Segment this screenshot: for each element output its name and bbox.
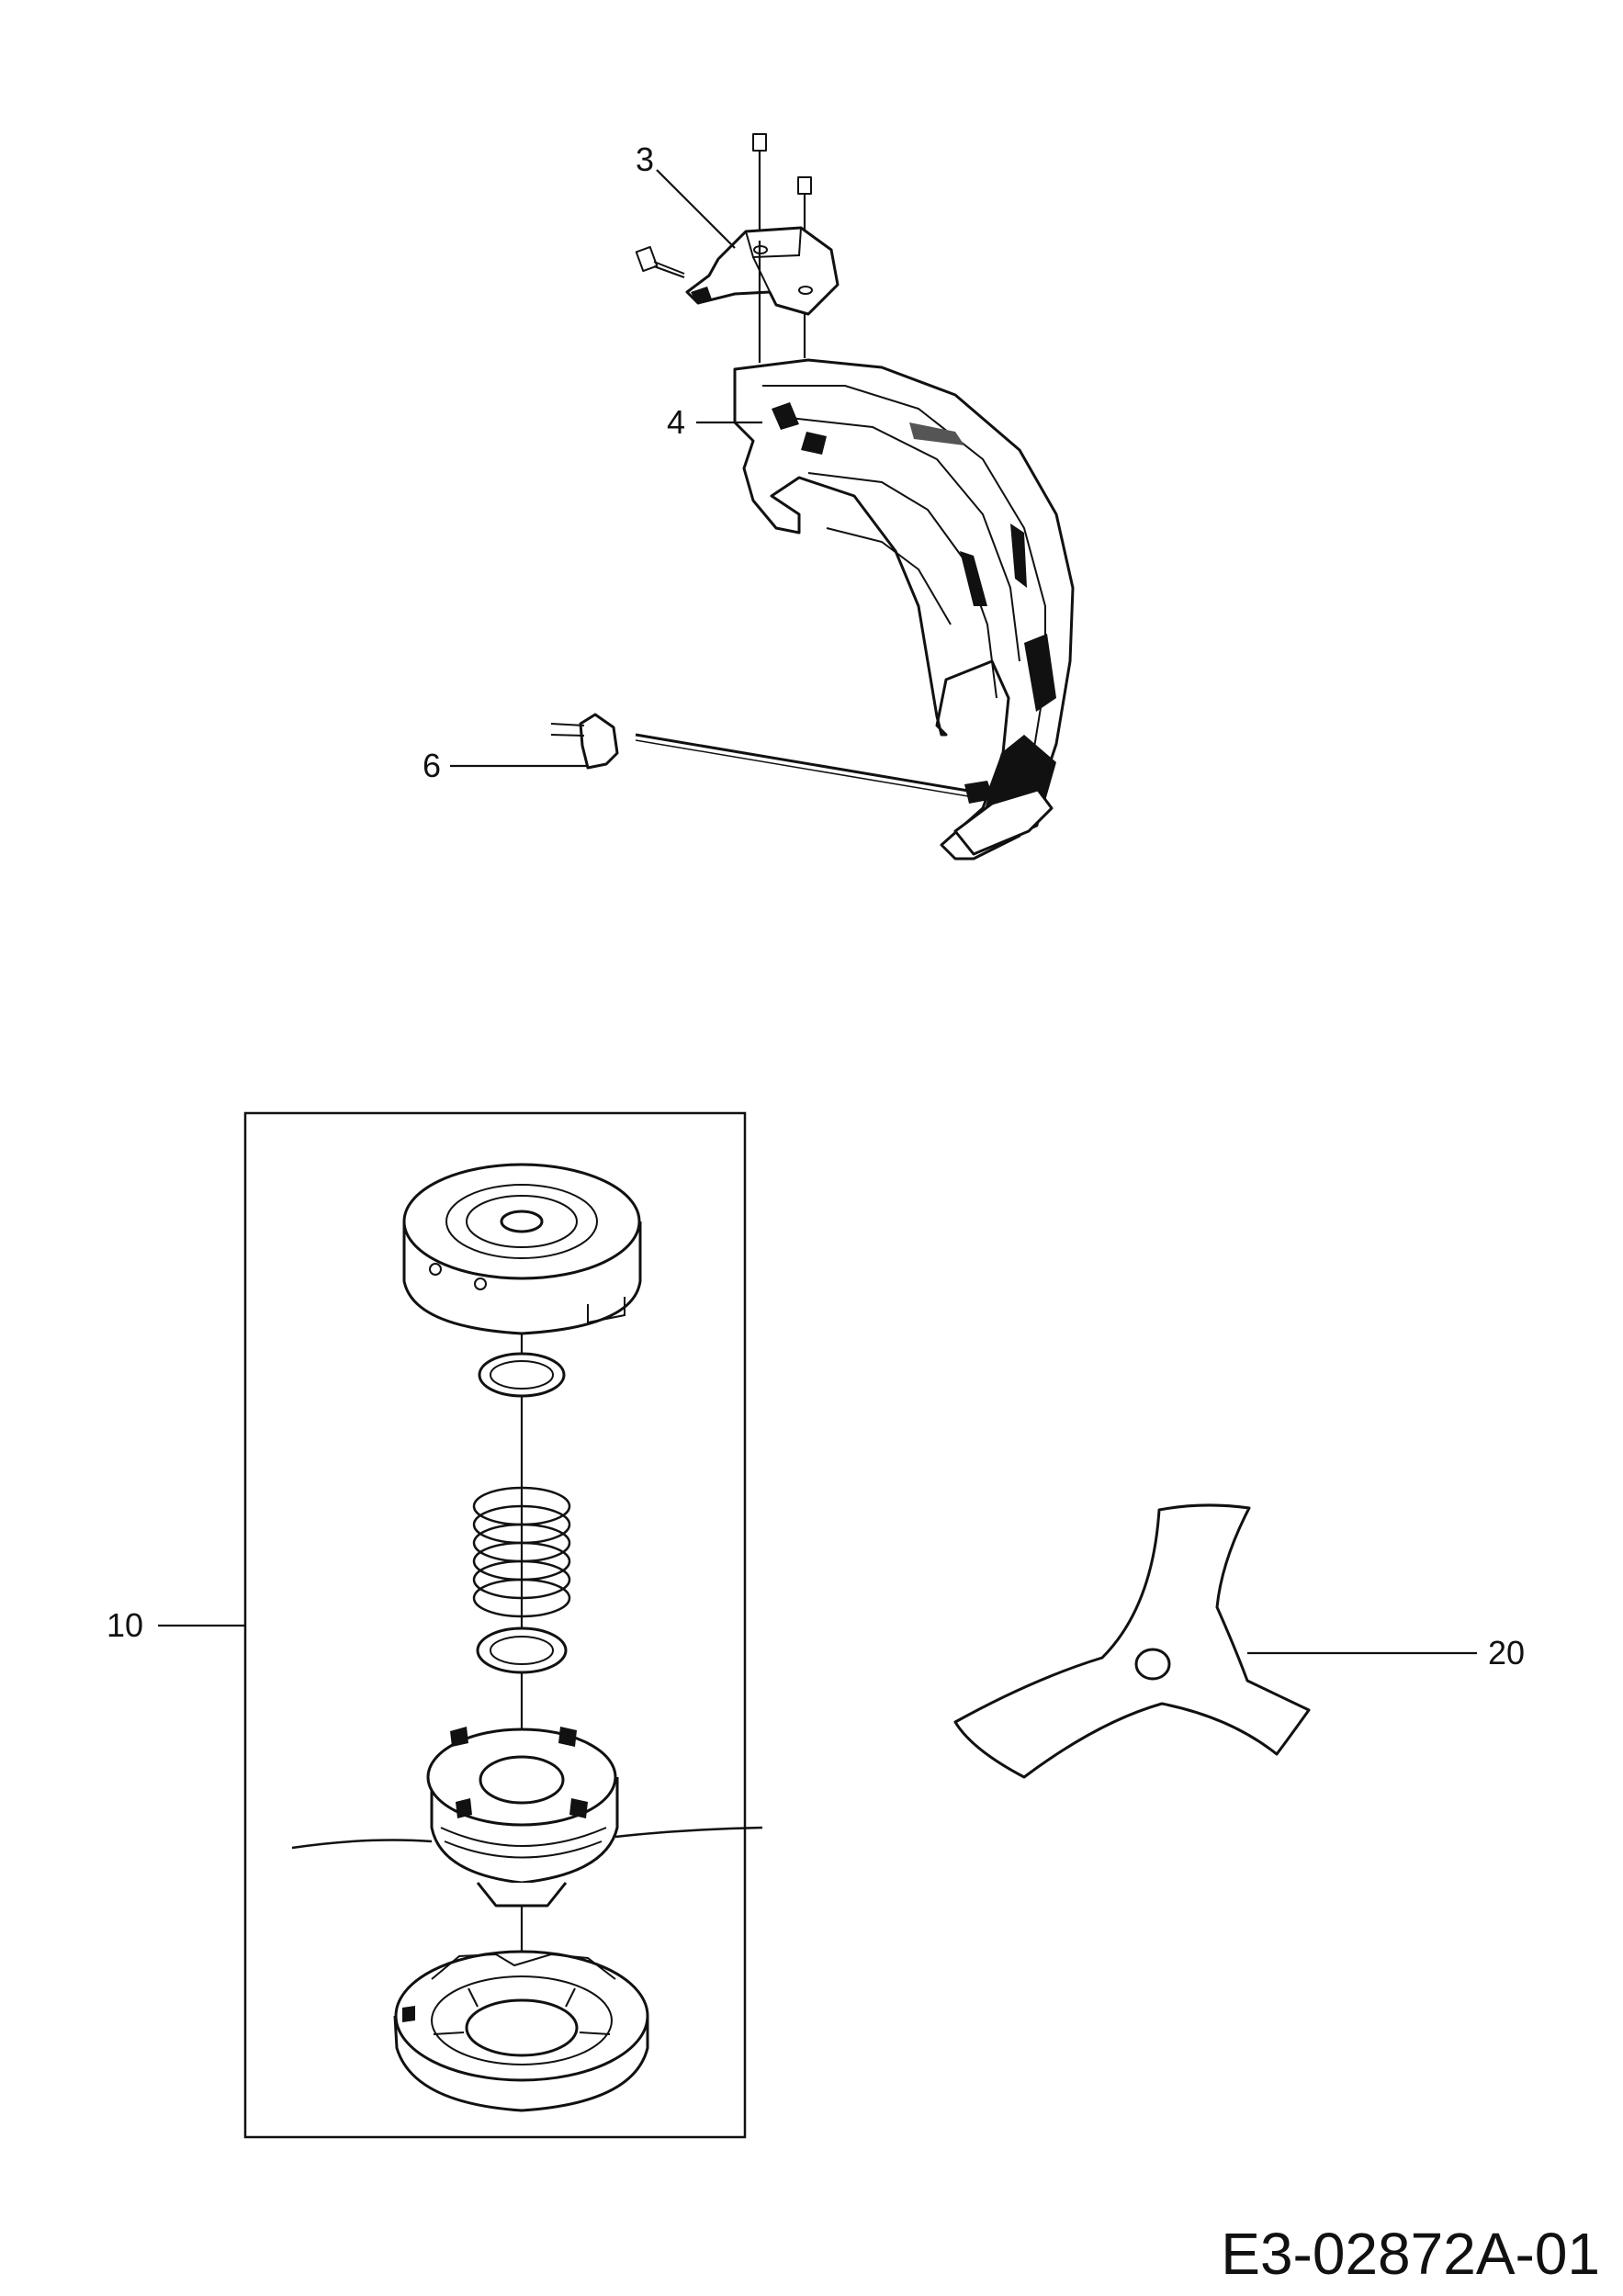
callout-label: 4 — [667, 403, 685, 441]
line-cutter-icon — [550, 713, 994, 804]
callout-20: 20 — [1247, 1634, 1525, 1671]
callout-label: 20 — [1488, 1634, 1525, 1671]
o-ring-icon — [478, 1352, 566, 1398]
callout-label: 6 — [423, 747, 441, 784]
o-ring-icon — [476, 1626, 568, 1674]
trimmer-head-spool-icon — [402, 1163, 642, 1335]
three-tooth-blade-icon — [953, 1503, 1311, 1779]
bottom-cap-icon — [393, 1950, 649, 2112]
callout-label: 3 — [636, 141, 654, 178]
callout-4: 4 — [667, 403, 762, 441]
callout-label: 10 — [107, 1606, 143, 1644]
screw-icon — [752, 133, 767, 241]
bracket-icon — [685, 226, 840, 316]
callout-6: 6 — [423, 747, 588, 784]
document-code: E3-02872A-01 — [1221, 2221, 1600, 2287]
callout-3: 3 — [636, 141, 736, 249]
grass-guard-icon — [733, 358, 1075, 861]
line-reel-icon — [291, 1727, 763, 1908]
spring-icon — [472, 1486, 571, 1618]
callout-10: 10 — [107, 1606, 245, 1644]
bolt-icon — [635, 245, 685, 278]
